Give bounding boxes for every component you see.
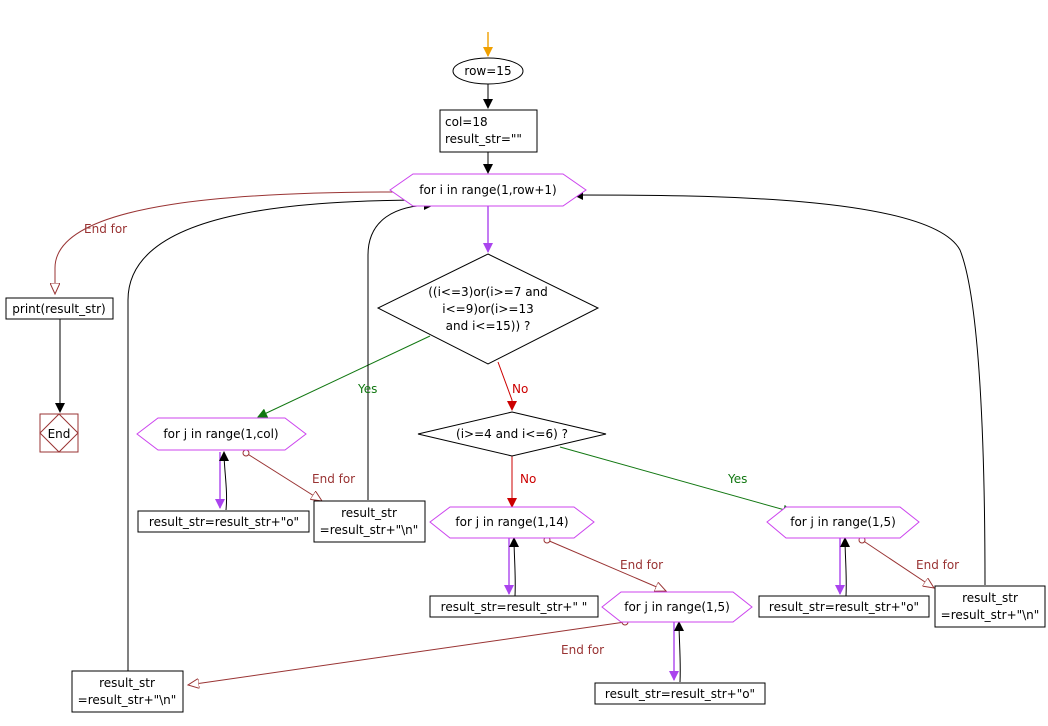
edge-nla-back <box>367 200 434 500</box>
loop-c-hexagon <box>601 591 753 623</box>
edge-nlc-back <box>127 195 434 671</box>
edge-bodyd-back <box>840 537 851 597</box>
cond2-text: (i>=4 and i<=6) ? <box>456 427 568 441</box>
body-c-box <box>594 682 766 705</box>
nl-c-line1: result_str <box>99 676 155 690</box>
outer-loop-hexagon <box>389 173 587 207</box>
nl-d-line1: result_str <box>962 591 1018 605</box>
cond2-diamond <box>417 411 607 457</box>
node-body-d[interactable]: result_str=result_str+"o" <box>758 595 930 618</box>
node-end[interactable]: End <box>39 413 79 453</box>
loop-d-hexagon <box>766 506 920 539</box>
node-cond1[interactable]: ((i<=3)or(i>=7 and i<=9)or(i>=13 and i<=… <box>376 253 600 365</box>
label-no-cond2: No <box>520 472 536 486</box>
label-yes-cond2: Yes <box>727 472 747 486</box>
body-d-text: result_str=result_str+"o" <box>769 600 919 614</box>
node-loop-d[interactable]: for j in range(1,5) <box>766 506 920 539</box>
label-endfor-b: End for <box>620 558 663 572</box>
edge-bodyb-back <box>509 537 520 597</box>
loop-c-text: for j in range(1,5) <box>624 600 730 614</box>
edge-bodya-back <box>219 451 230 511</box>
loop-d-text: for j in range(1,5) <box>790 515 896 529</box>
loop-b-text: for j in range(1,14) <box>455 515 568 529</box>
node-loop-b[interactable]: for j in range(1,14) <box>429 506 595 539</box>
edge-labels: End for Yes No No Yes End for End for En… <box>84 222 959 657</box>
body-b-text: result_str=result_str+" " <box>441 600 588 614</box>
nl-d-box <box>934 585 1046 628</box>
print-box <box>5 297 114 320</box>
node-cond2[interactable]: (i>=4 and i<=6) ? <box>417 411 607 457</box>
edge-endfor-c <box>188 621 626 685</box>
cond1-diamond <box>376 253 600 365</box>
node-loop-c[interactable]: for j in range(1,5) <box>601 591 753 623</box>
print-text: print(result_str) <box>12 302 105 316</box>
nl-a-line2: =result_str+"\n" <box>320 523 419 537</box>
label-endfor-a: End for <box>312 472 355 486</box>
nl-a-line1: result_str <box>341 506 397 520</box>
label-endfor-c: End for <box>561 643 604 657</box>
row-ellipse <box>452 57 524 85</box>
cond1-line3: and i<=15)) ? <box>446 319 531 333</box>
body-d-box <box>758 595 930 618</box>
edge-bodyc-back <box>674 621 685 683</box>
node-row[interactable]: row=15 <box>452 57 524 85</box>
label-yes-cond1: Yes <box>357 382 377 396</box>
node-init[interactable]: col=18 result_str="" <box>439 109 538 153</box>
end-text: End <box>48 427 71 441</box>
body-c-text: result_str=result_str+"o" <box>605 687 755 701</box>
body-a-box <box>137 510 310 533</box>
edge-endfor-a <box>245 452 322 501</box>
node-print[interactable]: print(result_str) <box>5 297 114 320</box>
loop-a-text: for j in range(1,col) <box>163 427 278 441</box>
init-str-text: result_str="" <box>445 132 522 146</box>
node-body-c[interactable]: result_str=result_str+"o" <box>594 682 766 705</box>
nl-c-box <box>71 670 184 713</box>
label-endfor-d: End for <box>916 558 959 572</box>
init-col-text: col=18 <box>445 115 488 129</box>
endfor-a-dot <box>242 449 250 457</box>
cond1-line1: ((i<=3)or(i>=7 and <box>428 285 548 299</box>
node-nl-a[interactable]: result_str =result_str+"\n" <box>313 500 426 543</box>
loop-b-hexagon <box>429 506 595 539</box>
node-body-a[interactable]: result_str=result_str+"o" <box>137 510 310 533</box>
node-outer-loop[interactable]: for i in range(1,row+1) <box>389 173 587 207</box>
nl-c-line2: =result_str+"\n" <box>78 693 177 707</box>
init-box <box>439 109 538 153</box>
label-endfor-outer: End for <box>84 222 127 236</box>
loop-a-hexagon <box>136 417 307 451</box>
cond1-line2: i<=9)or(i>=13 <box>442 302 533 316</box>
edge-nld-back <box>573 190 986 586</box>
edge-endfor-b <box>546 539 666 591</box>
node-nl-c[interactable]: result_str =result_str+"\n" <box>71 670 184 713</box>
edge-endfor-outer <box>55 191 401 294</box>
body-b-box <box>429 595 599 618</box>
row-text: row=15 <box>464 64 511 78</box>
end-diamond-mark <box>39 413 79 453</box>
outer-loop-text: for i in range(1,row+1) <box>419 183 556 197</box>
nl-a-box <box>313 500 426 543</box>
edge-cond1-yes <box>257 335 431 418</box>
edge-endfor-d <box>861 539 934 588</box>
label-no-cond1: No <box>512 382 528 396</box>
edge-cond1-no <box>497 361 517 411</box>
edge-cond2-yes <box>559 446 793 515</box>
node-body-b[interactable]: result_str=result_str+" " <box>429 595 599 618</box>
edges <box>55 32 986 685</box>
node-nl-d[interactable]: result_str =result_str+"\n" <box>934 585 1046 628</box>
nl-d-line2: =result_str+"\n" <box>941 608 1040 622</box>
body-a-text: result_str=result_str+"o" <box>149 515 299 529</box>
node-loop-a[interactable]: for j in range(1,col) <box>136 417 307 451</box>
